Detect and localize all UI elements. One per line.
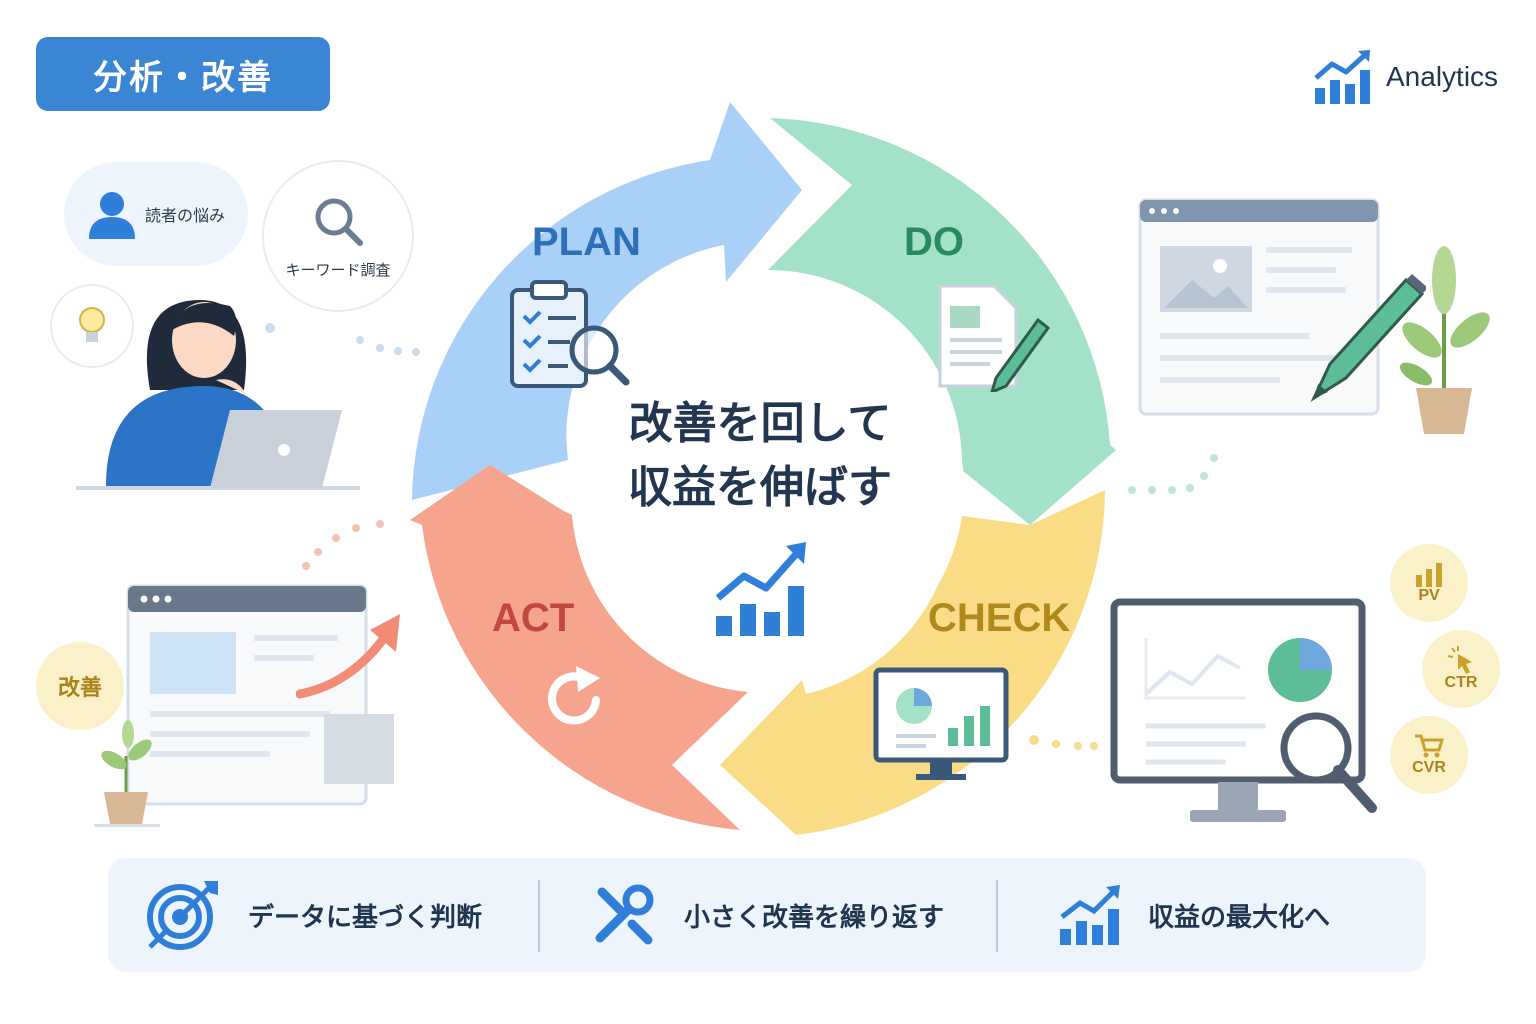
document-pen-icon <box>938 284 1051 392</box>
dotted-connector <box>302 520 384 570</box>
bar-chart-icon <box>1416 563 1442 587</box>
browser-window-illustration <box>126 584 394 806</box>
analytics-monitor-illustration <box>1110 598 1377 822</box>
summary-item-maximize: 収益の最大化へ <box>1058 858 1330 972</box>
phase-label-do: DO <box>904 220 964 264</box>
refresh-icon <box>548 666 600 725</box>
metric-pv-label: PV <box>1418 587 1440 604</box>
phase-label-plan: PLAN <box>532 220 641 264</box>
divider <box>538 880 540 952</box>
metric-cvr: CVR <box>1390 716 1468 794</box>
plant-icon <box>1399 246 1490 434</box>
act-segment <box>410 465 748 830</box>
user-icon <box>88 192 135 239</box>
small-monitor-icon <box>873 667 1009 780</box>
tools-icon <box>595 884 654 945</box>
target-icon <box>147 881 218 950</box>
improve-badge: 改善 <box>36 642 124 730</box>
pen-icon <box>1310 274 1426 402</box>
cursor-click-icon <box>1447 646 1472 674</box>
phase-label-check: CHECK <box>928 596 1071 640</box>
worry-bubble: 読者の悩み <box>64 162 248 266</box>
metric-ctr-label: CTR <box>1444 674 1478 691</box>
idea-bubble <box>50 284 134 368</box>
cycle-center-title: 改善を回して 収益を伸ばす <box>568 392 952 520</box>
dotted-connector <box>1128 454 1218 494</box>
check-segment <box>720 490 1105 835</box>
dotted-connector <box>1029 735 1098 750</box>
growth-chart-icon <box>1060 885 1120 945</box>
dotted-connector <box>265 323 420 356</box>
analytics-brand: Analytics <box>1312 48 1498 106</box>
lightbulb-icon <box>79 307 105 342</box>
plan-segment <box>412 102 802 500</box>
growth-chart-icon <box>715 542 806 636</box>
summary-item-data: データに基づく判断 <box>146 858 482 972</box>
worry-label: 読者の悩み <box>144 206 225 225</box>
browser-editor-illustration <box>1138 198 1380 416</box>
clipboard-search-icon <box>510 280 630 388</box>
phase-label-act: ACT <box>492 596 575 640</box>
divider <box>996 880 998 952</box>
brand-label: Analytics <box>1386 61 1499 92</box>
center-title-line2: 収益を伸ばす <box>628 462 892 513</box>
summary-item-iterate: 小さく改善を繰り返す <box>592 858 944 972</box>
cart-icon <box>1415 734 1445 758</box>
search-icon <box>315 198 363 246</box>
keyword-bubble: キーワード調査 <box>262 160 414 312</box>
metric-cvr-label: CVR <box>1412 759 1446 776</box>
arrow-up-right-icon <box>296 614 400 699</box>
summary-label-data: データに基づく判断 <box>248 902 483 933</box>
bottom-summary-bar <box>108 858 1426 972</box>
laptop-icon <box>210 410 342 488</box>
improve-label: 改善 <box>57 676 102 701</box>
growth-chart-icon <box>1314 50 1370 104</box>
metric-pv: PV <box>1390 544 1468 622</box>
metric-ctr: CTR <box>1422 630 1500 708</box>
section-badge: 分析・改善 <box>36 37 330 111</box>
center-title-line1: 改善を回して <box>628 398 892 449</box>
summary-label-iterate: 小さく改善を繰り返す <box>684 902 945 933</box>
summary-label-maximize: 収益の最大化へ <box>1148 902 1331 933</box>
keyword-label: キーワード調査 <box>285 260 391 279</box>
plant-icon <box>94 720 160 827</box>
